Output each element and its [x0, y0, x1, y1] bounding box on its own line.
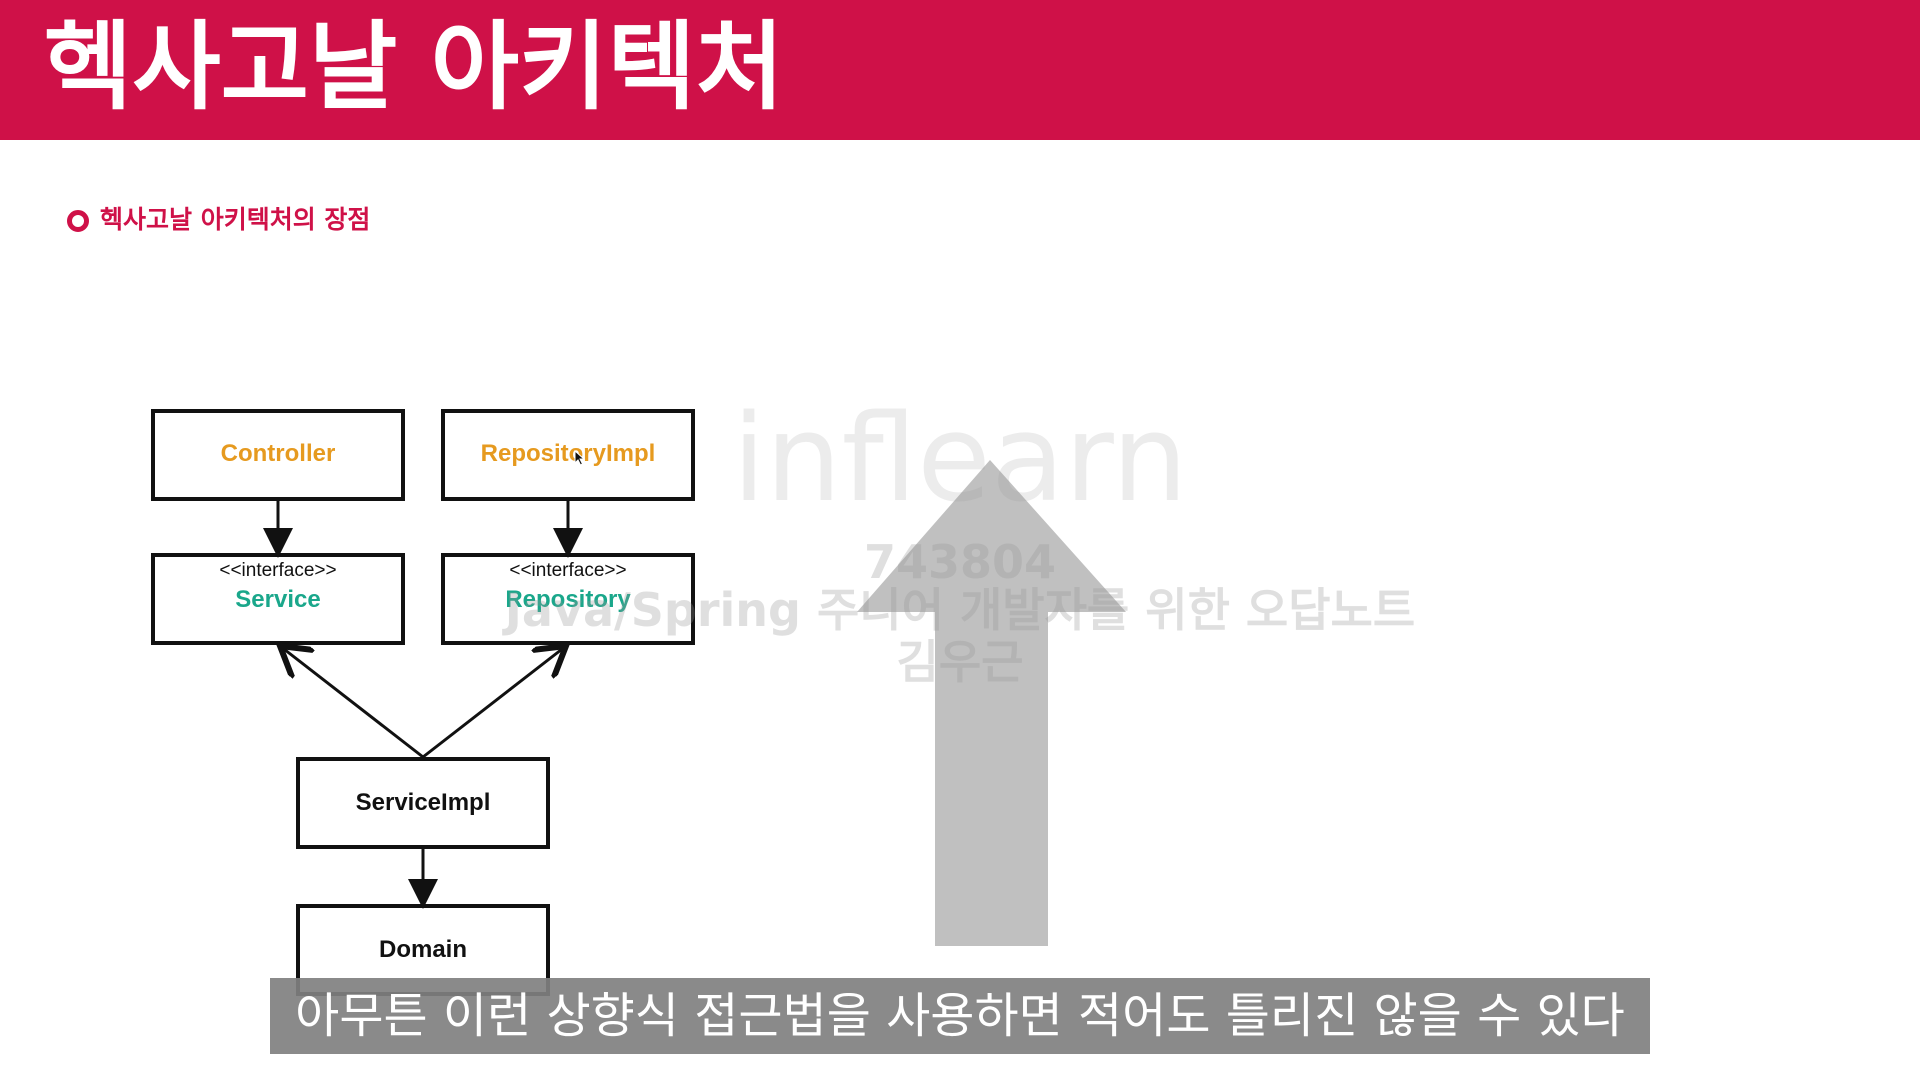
watermark-name: 김우근 — [896, 635, 1024, 689]
circle-bullet-icon — [67, 210, 89, 232]
service-impl-box — [296, 757, 550, 849]
watermark-course: Java/Spring 주니어 개발자를 위한 오답노트 — [504, 583, 1416, 637]
service-label: Service — [235, 586, 321, 613]
subtitle-text: 아무튼 이런 상향식 접근법을 사용하면 적어도 틀리진 않을 수 있다 — [295, 988, 1625, 1044]
service-impl-label: ServiceImpl — [355, 789, 491, 816]
service-impl-implements-repository-arrow — [422, 646, 566, 759]
repository-interface-box — [441, 553, 695, 645]
repository-stereotype: <<interface>> — [509, 560, 627, 581]
mouse-cursor-icon — [574, 450, 586, 466]
repository-impl-label: RepositoryImpl — [480, 440, 656, 467]
section-heading: 헥사고날 아키텍처의 장점 — [100, 205, 371, 234]
service-stereotype: <<interface>> — [219, 560, 337, 581]
watermark-id: 743804 — [863, 535, 1057, 589]
header-bar — [0, 0, 1920, 140]
controller-box — [151, 409, 405, 501]
repository-label: Repository — [505, 586, 631, 613]
repository-impl-box — [441, 409, 695, 501]
subtitle-bar — [270, 978, 1650, 1054]
service-impl-implements-service-arrow — [280, 646, 424, 759]
slide-title: 헥사고날 아키텍처 — [44, 11, 784, 123]
domain-label: Domain — [378, 936, 467, 963]
watermark-logo: inflearn — [732, 390, 1188, 529]
big-up-arrow — [857, 460, 1126, 946]
controller-label: Controller — [220, 440, 336, 467]
